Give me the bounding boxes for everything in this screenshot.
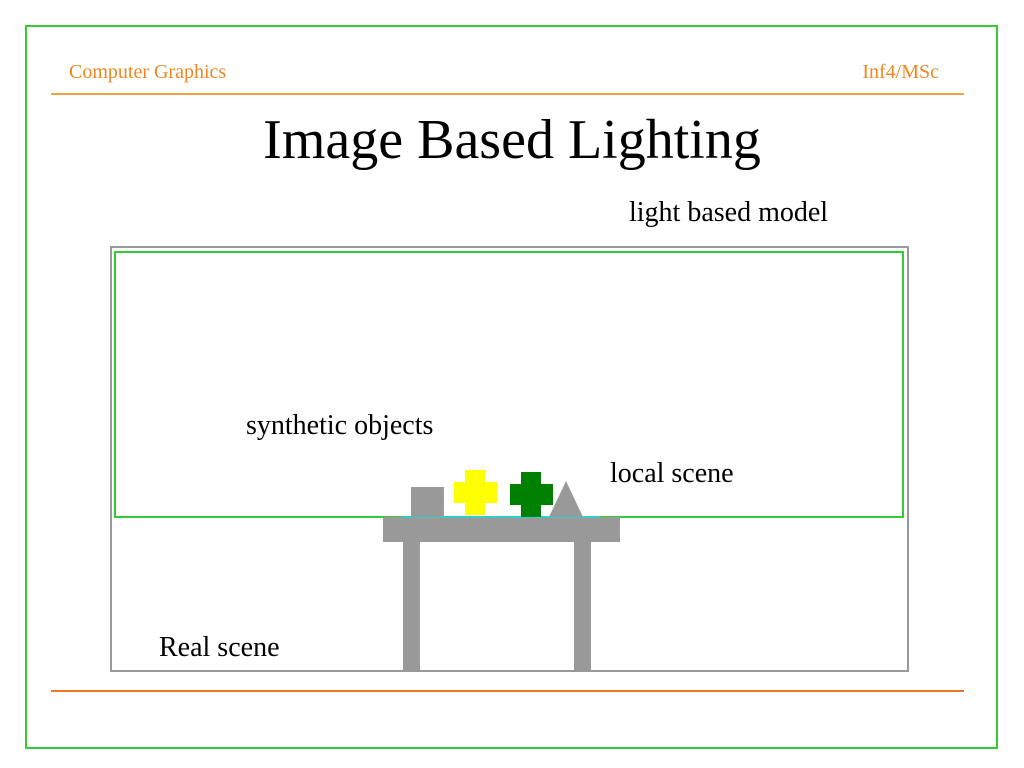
slide-frame xyxy=(25,25,998,749)
local-scene-label: local scene xyxy=(610,458,734,489)
header-rule xyxy=(51,93,964,95)
course-title: Computer Graphics xyxy=(69,61,227,83)
table-leg-left xyxy=(403,542,420,672)
slide-title: Image Based Lighting xyxy=(263,109,761,171)
footer-rule xyxy=(51,690,964,692)
yellow-cross-object xyxy=(454,470,497,515)
light-based-model-label: light based model xyxy=(629,197,829,228)
synthetic-objects-label: synthetic objects xyxy=(246,410,434,441)
audience-label: Inf4/MSc xyxy=(862,61,939,83)
green-cross-object xyxy=(510,472,553,517)
gray-triangle-object xyxy=(549,481,583,517)
table-top xyxy=(383,517,620,542)
table-leg-right xyxy=(574,542,591,672)
real-scene-label: Real scene xyxy=(159,632,280,663)
gray-box-object xyxy=(411,487,444,517)
real-scene-box xyxy=(110,246,909,672)
